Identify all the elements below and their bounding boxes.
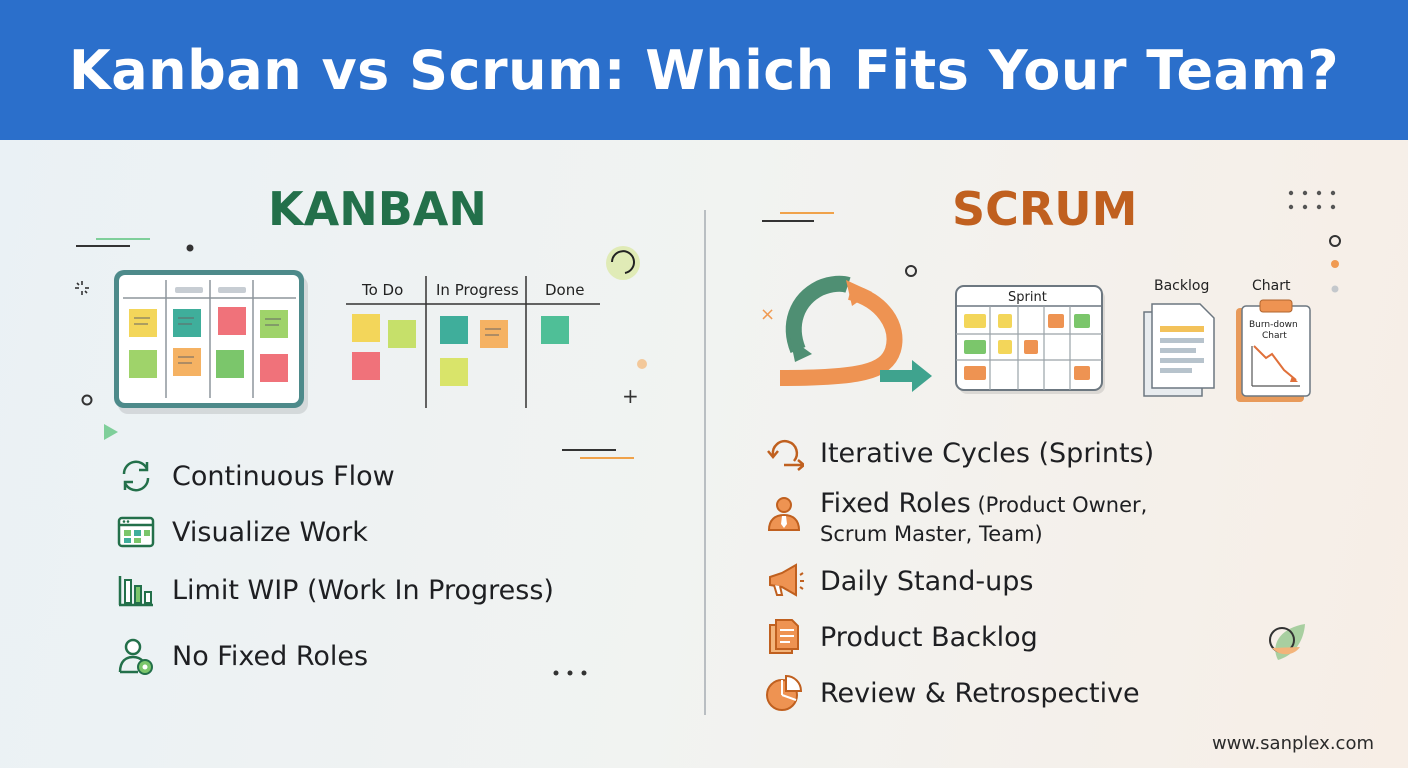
feature-label: Visualize Work (172, 516, 368, 548)
kanban-feature-visualize-work: Visualize Work (116, 512, 368, 552)
document-icon (769, 619, 799, 654)
burndown-label-line-2: Chart (1262, 331, 1287, 341)
chart-label: Chart (1252, 278, 1291, 294)
sprint-label: Sprint (1008, 290, 1047, 305)
feature-label: Iterative Cycles (Sprints) (820, 437, 1155, 469)
bar-chart-icon (118, 576, 153, 607)
feature-label: Review & Retrospective (820, 677, 1140, 709)
feature-label: Daily Stand-ups (820, 565, 1034, 597)
column-header-done: Done (545, 281, 585, 299)
website-url: www.sanplex.com (1211, 733, 1374, 754)
backlog-document (1143, 303, 1215, 397)
burndown-label-line-1: Burn-down (1249, 320, 1298, 330)
board-window-icon (117, 516, 155, 548)
page-title: Kanban vs Scrum: Which Fits Your Team? (68, 38, 1340, 102)
kanban-feature-limit-wip: Limit WIP (Work In Progress) (116, 570, 554, 610)
feature-label: Fixed Roles (820, 488, 971, 519)
scrum-cycle-graphic (779, 275, 932, 392)
feature-sub-label: Scrum Master, Team) (820, 522, 1043, 546)
kanban-feature-continuous-flow: Continuous Flow (116, 456, 395, 496)
scrum-feature-iterative-cycles: Iterative Cycles (Sprints) (764, 433, 1154, 473)
pie-chart-icon (766, 674, 803, 711)
feature-label: No Fixed Roles (172, 640, 369, 672)
scrum-feature-review-retrospective: Review & Retrospective (764, 673, 1140, 713)
decor-dots: + × (75, 190, 1341, 676)
kanban-feature-no-fixed-roles: No Fixed Roles (116, 636, 368, 676)
feature-label: Limit WIP (Work In Progress) (172, 574, 554, 606)
feature-sub-label: (Product Owner, (970, 493, 1148, 517)
scrum-feature-daily-standups: Daily Stand-ups (764, 561, 1033, 601)
column-header-in-progress: In Progress (436, 281, 519, 299)
feature-label: Continuous Flow (172, 460, 395, 492)
backlog-label: Backlog (1154, 278, 1210, 294)
scrum-feature-fixed-roles: Fixed Roles (Product Owner, Scrum Master… (764, 490, 1147, 548)
svg-text:+: + (622, 384, 639, 408)
person-icon (118, 638, 153, 675)
decor-lines (76, 212, 834, 459)
header-banner: Kanban vs Scrum: Which Fits Your Team? (0, 0, 1408, 140)
scrum-title: SCRUM (952, 182, 1138, 236)
section-divider (704, 210, 706, 715)
kanban-title: KANBAN (268, 182, 487, 236)
scrum-feature-product-backlog: Product Backlog (764, 617, 1038, 657)
column-header-todo: To Do (362, 281, 404, 299)
feature-label: Product Backlog (820, 621, 1038, 653)
cycle-icon (767, 440, 804, 471)
megaphone-icon (769, 563, 804, 597)
cycle-arrows-icon (122, 460, 150, 492)
sprint-board (955, 285, 1105, 394)
person-tie-icon (767, 497, 801, 531)
burndown-chart-clipboard (1236, 299, 1311, 402)
svg-text:×: × (760, 304, 775, 325)
